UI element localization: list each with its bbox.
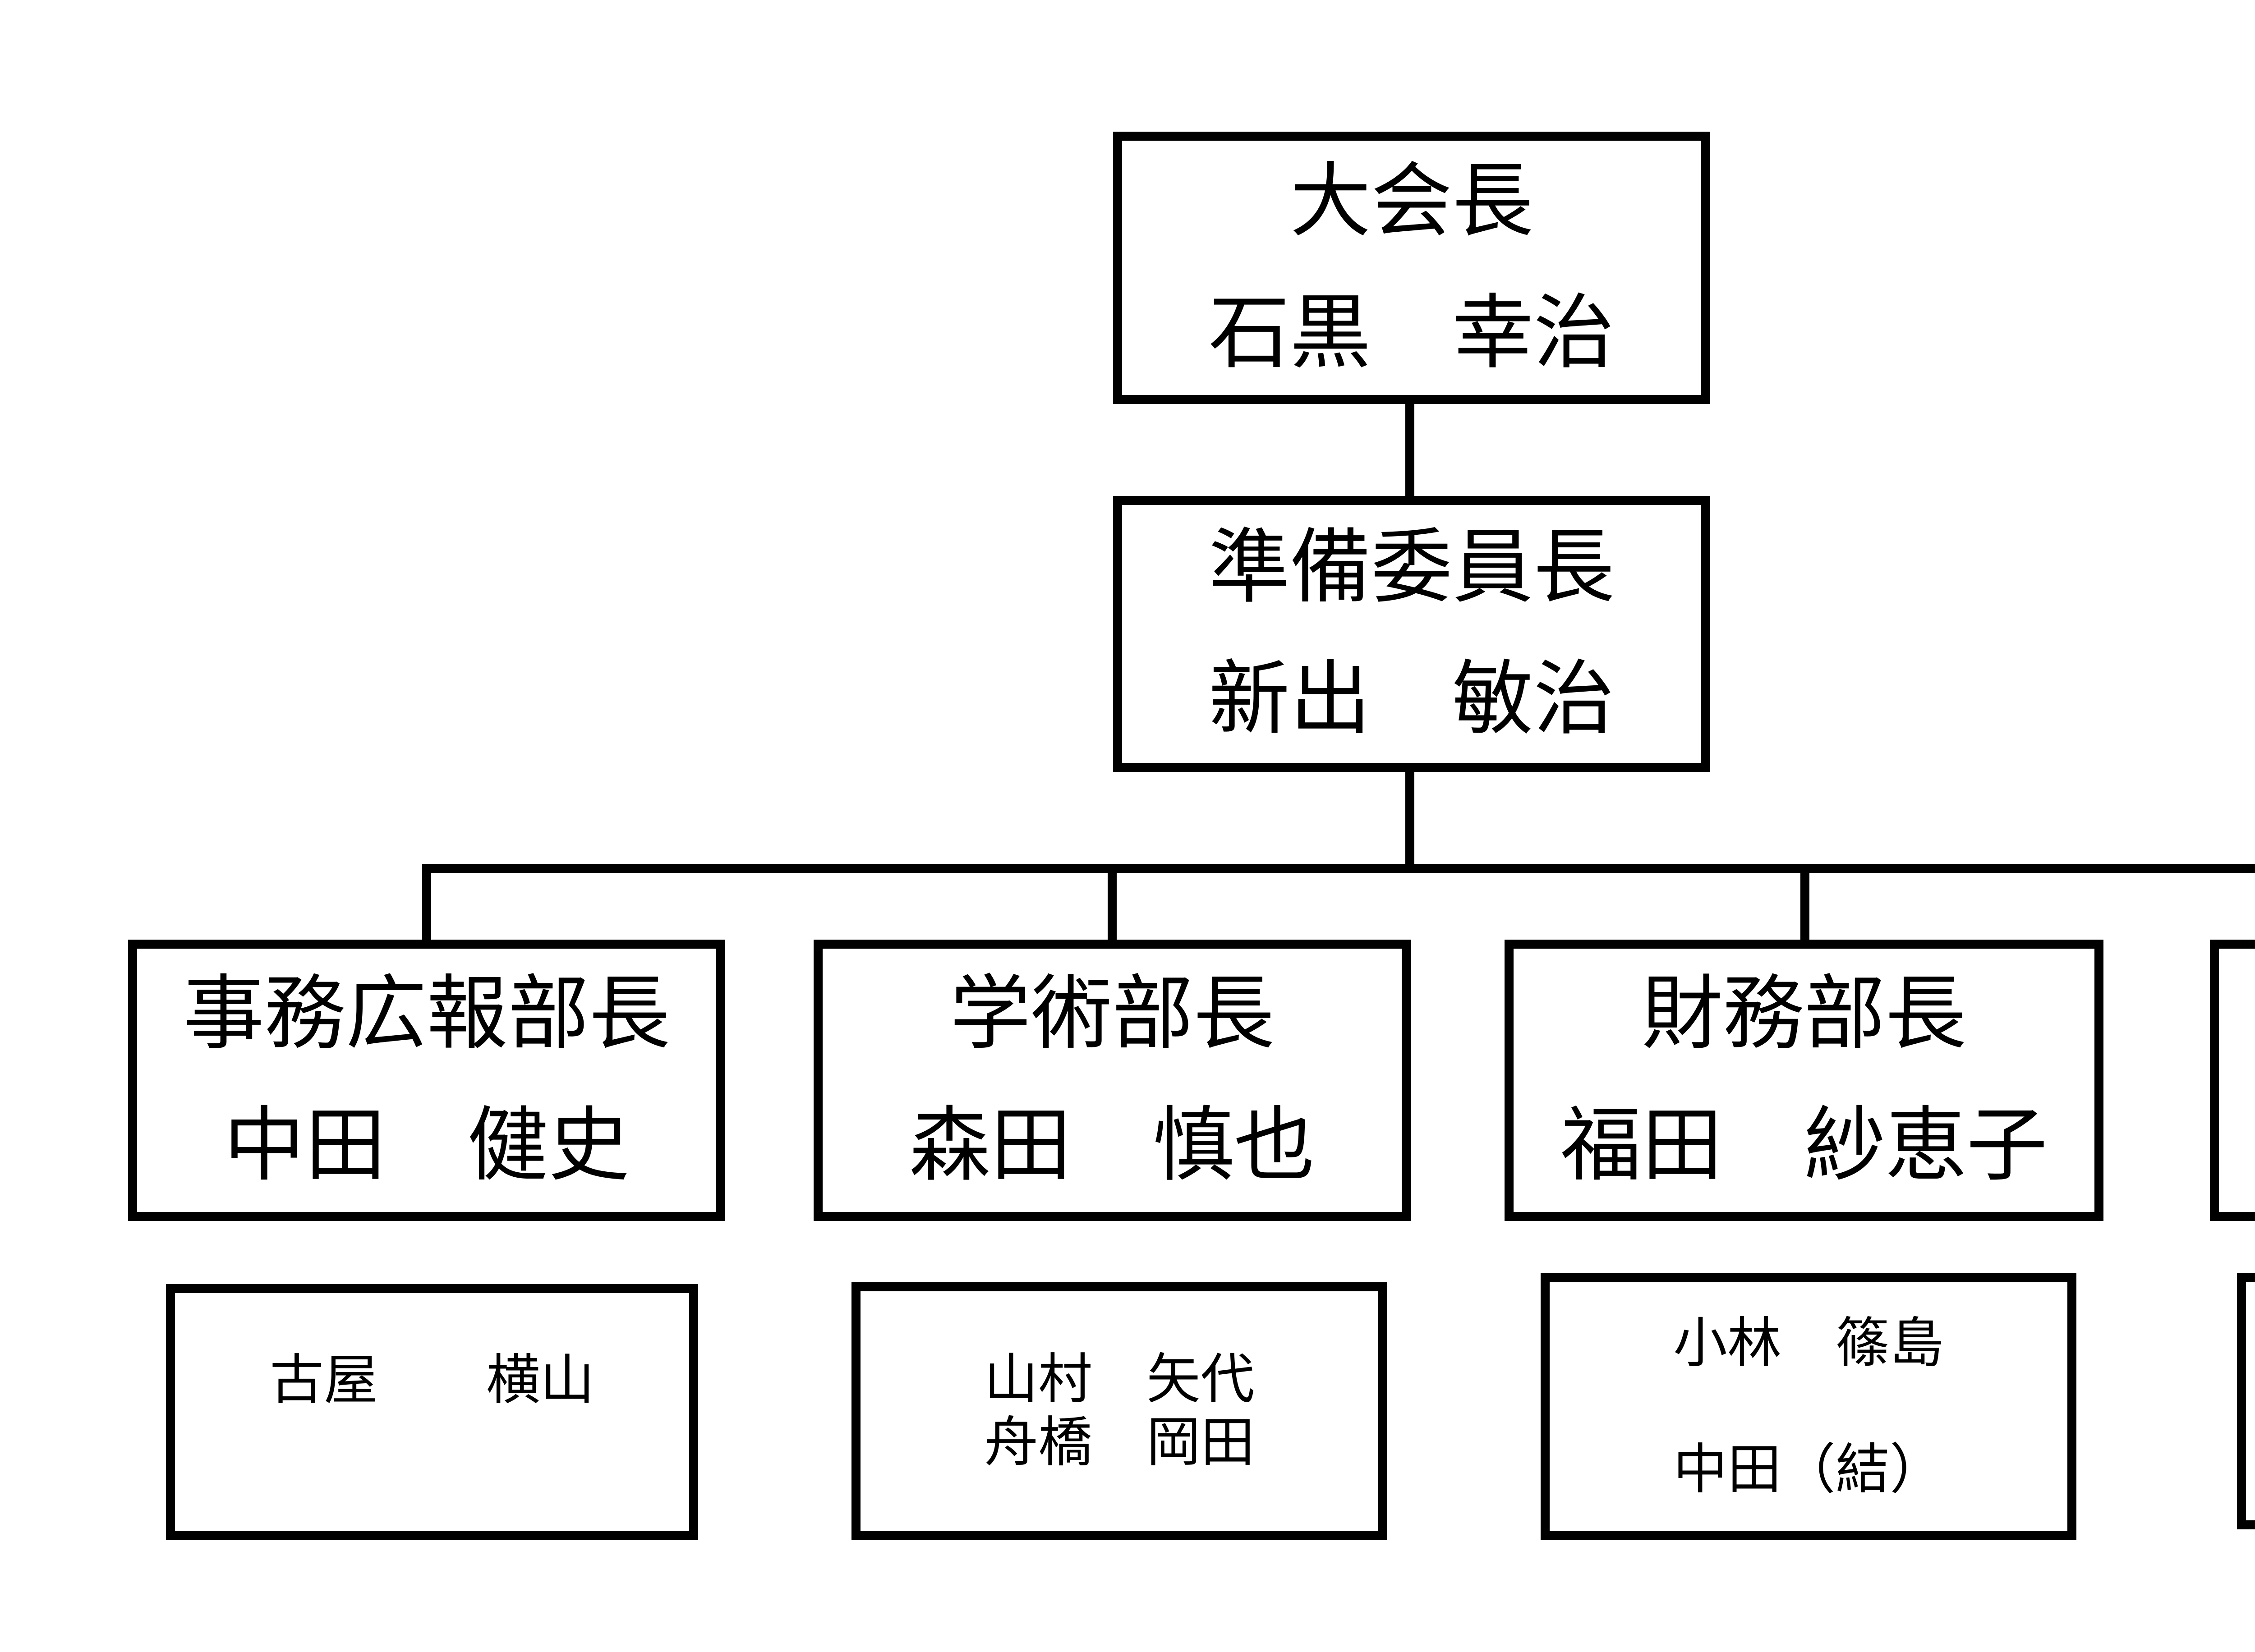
node-dept-operations: 運営部長 永原 詩乃 [2210, 940, 2255, 1221]
role-title: 事務広報部長 [183, 969, 670, 1059]
connector-drop-academic [1108, 873, 1117, 940]
person-name: 福田 紗恵子 [1560, 1101, 2048, 1191]
member-line: 古屋 横山 [270, 1350, 594, 1410]
member-line: 舟橋 岡田 [984, 1413, 1255, 1473]
member-line: 中田（結） [1673, 1440, 1944, 1500]
member-line: 山村 矢代 [984, 1349, 1255, 1409]
person-name: 新出 敏治 [1208, 655, 1615, 744]
member-line: 小林 篠島 [1673, 1313, 1944, 1373]
role-title: 財務部長 [1641, 969, 1966, 1059]
node-president: 大会長 石黒 幸治 [1113, 132, 1710, 404]
members-finance: 小林 篠島 中田（結） [1541, 1273, 2076, 1540]
person-name: 石黒 幸治 [1208, 289, 1615, 378]
connector-president-to-chair [1405, 404, 1414, 496]
role-title: 準備委員長 [1208, 523, 1615, 613]
connector-horizontal-bus [422, 864, 2255, 873]
node-dept-academic: 学術部長 森田 慎也 [814, 940, 1411, 1221]
members-academic: 山村 矢代 舟橋 岡田 [851, 1282, 1387, 1540]
member-list: 古屋 横山 [270, 1349, 594, 1475]
members-admin-pr: 古屋 横山 [166, 1284, 698, 1540]
member-list: 山村 矢代 舟橋 岡田 [984, 1348, 1255, 1474]
role-title: 大会長 [1289, 157, 1533, 247]
node-chair: 準備委員長 新出 敏治 [1113, 496, 1710, 772]
connector-chair-stem [1405, 772, 1414, 873]
node-dept-admin-pr: 事務広報部長 中田 健史 [128, 940, 725, 1221]
person-name: 森田 慎也 [909, 1101, 1315, 1191]
person-name: 中田 健史 [223, 1101, 630, 1191]
node-dept-finance: 財務部長 福田 紗恵子 [1505, 940, 2103, 1221]
member-list: 小林 篠島 中田（結） [1673, 1312, 1944, 1501]
connector-drop-finance [1800, 873, 1809, 940]
connector-drop-admin-pr [422, 873, 431, 940]
role-title: 学術部長 [949, 969, 1275, 1059]
members-operations: 布村 堀 中道 上浦 松井 澤谷 [2237, 1273, 2255, 1529]
